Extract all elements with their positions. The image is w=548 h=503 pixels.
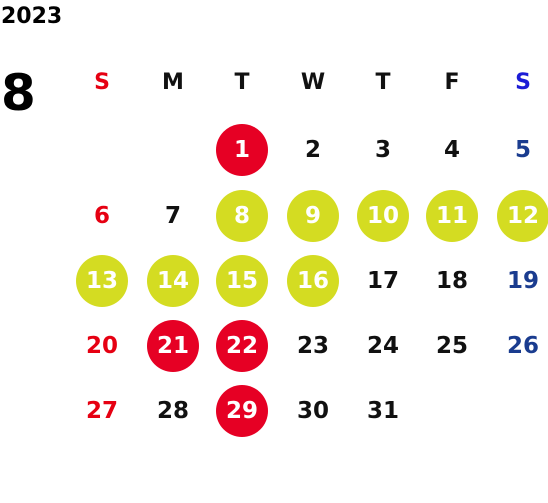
day-cell[interactable]: 14 [143,251,203,311]
day-cell[interactable]: 13 [72,251,132,311]
day-cell[interactable]: 3 [353,120,413,180]
day-cell[interactable]: 23 [283,316,343,376]
day-number: 11 [435,203,468,229]
day-cell[interactable]: 15 [212,251,272,311]
day-cell[interactable]: 12 [493,186,548,246]
day-cell[interactable]: 17 [353,251,413,311]
day-number: 21 [156,333,189,359]
weekday-header: S [94,69,110,95]
day-cell[interactable]: 5 [493,120,548,180]
holiday-marker: 29 [216,385,268,437]
day-number: 18 [435,268,468,294]
day-number: 19 [506,268,539,294]
highlight-marker: 14 [147,255,199,307]
day-number: 20 [85,333,118,359]
day-cell[interactable]: 30 [283,381,343,441]
day-cell[interactable]: 18 [422,251,482,311]
day-number: 27 [85,398,118,424]
highlight-marker: 15 [216,255,268,307]
weekday-header: T [375,69,391,95]
day-cell[interactable]: 26 [493,316,548,376]
highlight-marker: 13 [76,255,128,307]
day-number: 3 [374,137,391,163]
holiday-marker: 22 [216,320,268,372]
day-number: 24 [366,333,399,359]
day-cell[interactable]: 7 [143,186,203,246]
day-cell[interactable]: 16 [283,251,343,311]
day-cell[interactable]: 8 [212,186,272,246]
day-number: 31 [366,398,399,424]
weekday-header: T [234,69,250,95]
day-cell[interactable]: 19 [493,251,548,311]
day-number: 1 [233,137,250,163]
weekday-header: S [515,69,531,95]
day-cell[interactable]: 2 [283,120,343,180]
day-number: 9 [304,203,321,229]
day-cell[interactable]: 27 [72,381,132,441]
day-cell[interactable]: 25 [422,316,482,376]
highlight-marker: 8 [216,190,268,242]
highlight-marker: 9 [287,190,339,242]
day-number: 22 [225,333,258,359]
day-cell[interactable]: 6 [72,186,132,246]
day-number: 10 [366,203,399,229]
day-cell[interactable]: 22 [212,316,272,376]
day-number: 17 [366,268,399,294]
day-number: 13 [85,268,118,294]
year-label: 2023 [1,4,63,29]
day-number: 30 [296,398,329,424]
day-number: 8 [233,203,250,229]
day-number: 6 [93,203,110,229]
weekday-header: W [300,69,326,95]
day-cell[interactable]: 21 [143,316,203,376]
day-number: 23 [296,333,329,359]
holiday-marker: 21 [147,320,199,372]
highlight-marker: 16 [287,255,339,307]
month-number: 8 [1,64,36,122]
day-number: 28 [156,398,189,424]
day-cell[interactable]: 24 [353,316,413,376]
day-cell[interactable]: 28 [143,381,203,441]
day-cell[interactable]: 9 [283,186,343,246]
day-number: 4 [443,137,460,163]
day-number: 15 [225,268,258,294]
day-cell[interactable]: 1 [212,120,272,180]
highlight-marker: 12 [497,190,548,242]
highlight-marker: 10 [357,190,409,242]
day-cell[interactable]: 31 [353,381,413,441]
day-cell[interactable]: 29 [212,381,272,441]
highlight-marker: 11 [426,190,478,242]
day-number: 5 [514,137,531,163]
day-number: 2 [304,137,321,163]
day-cell[interactable]: 10 [353,186,413,246]
day-cell[interactable]: 11 [422,186,482,246]
weekday-header: M [162,69,184,95]
weekday-header: F [444,69,460,95]
day-number: 12 [506,203,539,229]
day-number: 26 [506,333,539,359]
day-number: 16 [296,268,329,294]
day-number: 29 [225,398,258,424]
day-cell[interactable]: 20 [72,316,132,376]
day-number: 14 [156,268,189,294]
day-cell[interactable]: 4 [422,120,482,180]
holiday-marker: 1 [216,124,268,176]
day-number: 7 [164,203,181,229]
day-number: 25 [435,333,468,359]
